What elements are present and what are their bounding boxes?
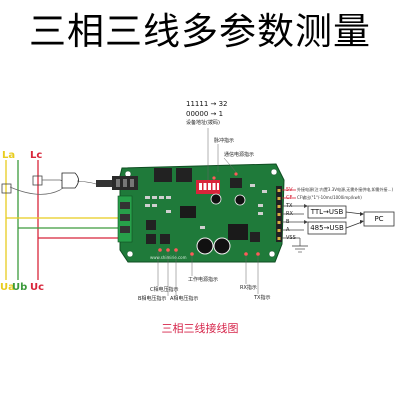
pin-a: A (286, 227, 290, 233)
address-label: 设备地址(拨码) (186, 120, 220, 126)
pin-cf-desc: CF输出("1"/-10ms/1000imp/kwh) (297, 195, 362, 200)
page-title: 三相三线多参数测量 (29, 10, 371, 53)
pin-5v: 5V (286, 187, 293, 193)
diagram-caption: 三相三线接线图 (161, 322, 239, 335)
comm-power-indicator-label: 通信电源指示 (224, 152, 255, 158)
chip-5 (228, 224, 248, 240)
chip-4 (180, 206, 196, 218)
label-la: La (2, 150, 16, 161)
pin-b: B (286, 219, 290, 225)
a-voltage-indicator-label: A相电压指示 (170, 296, 199, 302)
ttl-usb-label: TTL→USB (310, 208, 344, 216)
pc-box (363, 211, 395, 227)
ct-a (1, 183, 12, 194)
capacitor-1 (196, 237, 214, 255)
rs485-usb-label: 485→USB (310, 224, 344, 232)
chip-3 (230, 178, 242, 188)
pc-label: PC (374, 215, 384, 223)
c-voltage-indicator-label: C相电压指示 (150, 287, 179, 293)
chip-2 (176, 168, 192, 182)
address-line-2: 00000 → 1 (186, 110, 224, 118)
label-ua: Ua (0, 282, 15, 293)
pin-5v-desc: 外接电源(注:内置3.3V电源,无需外接供电,如需外接…) (297, 187, 394, 192)
ct-c (32, 175, 43, 186)
label-ub: Ub (12, 282, 28, 293)
address-line-1: 11111 → 32 (186, 100, 228, 108)
rx-indicator-label: RX指示 (240, 285, 257, 291)
label-uc: Uc (30, 282, 45, 293)
pulse-indicator-label: 脉冲指示 (214, 138, 235, 144)
ct-connector (96, 180, 112, 187)
tx-indicator-label: TX指示 (254, 295, 271, 301)
pin-tx: TX (286, 203, 293, 209)
work-power-indicator-label: 工作电源指示 (188, 277, 219, 283)
label-lc: Lc (30, 150, 43, 161)
board-silkscreen: www.shimirie.com (150, 255, 187, 260)
capacitor-2 (213, 237, 231, 255)
b-voltage-indicator-label: B相电压指示 (138, 296, 167, 302)
pin-cf: CF (286, 195, 293, 201)
chip-1 (154, 168, 172, 182)
pin-rx: RX (286, 211, 293, 217)
ct-plug (61, 172, 79, 189)
pin-vss: VSS (286, 235, 296, 241)
